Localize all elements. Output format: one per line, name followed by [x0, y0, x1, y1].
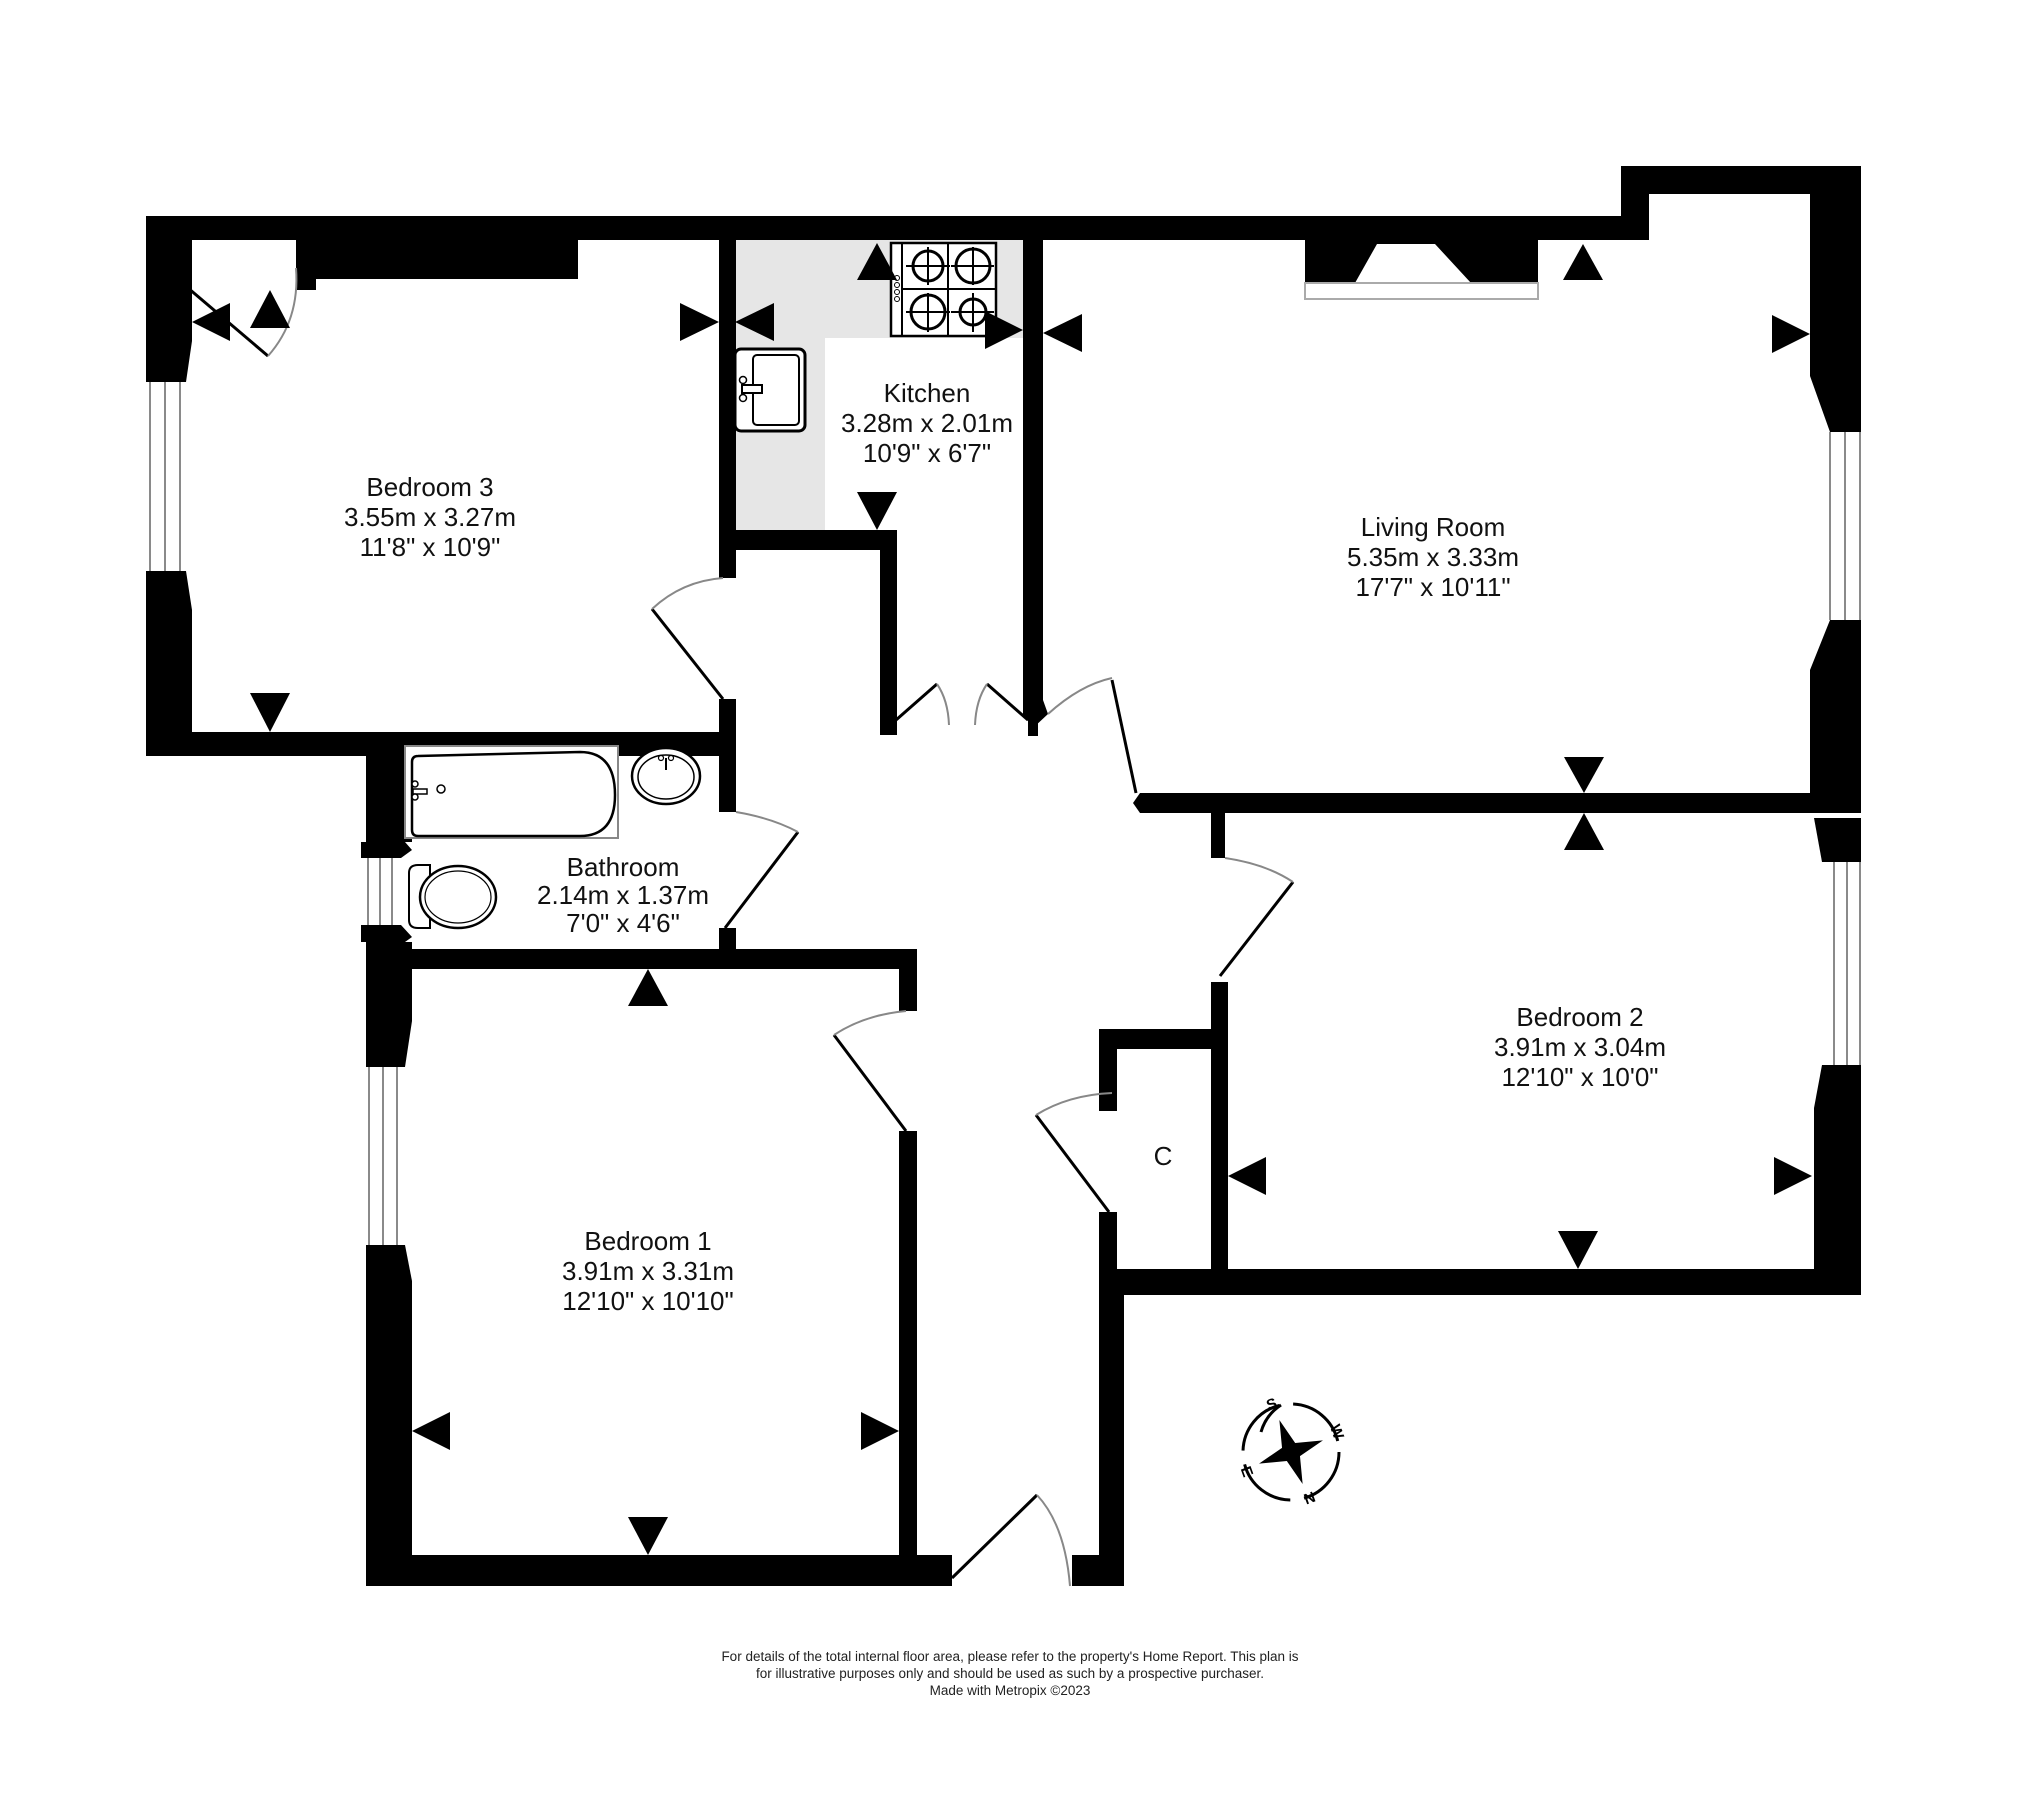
door-cupboard [1034, 1092, 1113, 1213]
svg-text:Kitchen: Kitchen [884, 378, 971, 408]
svg-text:10'9" x 6'7": 10'9" x 6'7" [863, 438, 991, 468]
doors [187, 267, 1295, 1587]
door-bedroom-3 [650, 577, 725, 700]
disclaimer-line-1: For details of the total internal floor … [721, 1649, 1299, 1664]
disclaimer-line-2: for illustrative purposes only and shoul… [755, 1666, 1265, 1681]
compass-west: W [1326, 1422, 1347, 1442]
svg-text:Bathroom: Bathroom [567, 852, 680, 882]
walls [146, 166, 1861, 1586]
svg-text:Bedroom 1: Bedroom 1 [584, 1226, 711, 1256]
svg-text:3.91m x 3.31m: 3.91m x 3.31m [562, 1256, 734, 1286]
dimension-arrows [192, 243, 1812, 1555]
door-bedroom-1 [832, 1010, 908, 1132]
living-room-window [1829, 432, 1861, 620]
door-living-room [1047, 677, 1138, 794]
door-bathroom [723, 811, 800, 929]
bathroom-window [367, 858, 393, 925]
toilet-icon [408, 864, 498, 930]
door-kitchen [895, 682, 1029, 726]
svg-text:3.91m x 3.04m: 3.91m x 3.04m [1494, 1032, 1666, 1062]
room-label-bedroom-2: Bedroom 2 3.91m x 3.04m 12'10" x 10'0" [1494, 1002, 1666, 1092]
svg-text:11'8" x 10'9": 11'8" x 10'9" [360, 532, 501, 562]
svg-text:7'0" x 4'6": 7'0" x 4'6" [566, 908, 680, 938]
room-label-bedroom-3: Bedroom 3 3.55m x 3.27m 11'8" x 10'9" [344, 472, 516, 562]
svg-text:5.35m x 3.33m: 5.35m x 3.33m [1347, 542, 1519, 572]
room-label-living-room: Living Room 5.35m x 3.33m 17'7" x 10'11" [1347, 512, 1519, 602]
bedroom-2-window [1833, 862, 1861, 1065]
svg-text:Bedroom 3: Bedroom 3 [366, 472, 493, 502]
svg-text:3.28m x 2.01m: 3.28m x 2.01m [841, 408, 1013, 438]
room-label-bathroom: Bathroom 2.14m x 1.37m 7'0" x 4'6" [537, 852, 709, 938]
compass-east: E [1237, 1464, 1256, 1479]
svg-text:2.14m x 1.37m: 2.14m x 1.37m [537, 880, 709, 910]
copyright-line: Made with Metropix ©2023 [929, 1683, 1091, 1698]
cupboard-label: C [1154, 1141, 1173, 1171]
room-label-kitchen: Kitchen 3.28m x 2.01m 10'9" x 6'7" [841, 378, 1013, 468]
kitchen-sink-icon [733, 347, 807, 433]
svg-text:12'10" x 10'0": 12'10" x 10'0" [1501, 1062, 1658, 1092]
room-label-bedroom-1: Bedroom 1 3.91m x 3.31m 12'10" x 10'10" [562, 1226, 734, 1316]
svg-text:17'7" x 10'11": 17'7" x 10'11" [1355, 572, 1510, 602]
door-entrance [950, 1493, 1071, 1587]
svg-text:12'10" x 10'10": 12'10" x 10'10" [562, 1286, 734, 1316]
svg-text:Living Room: Living Room [1361, 512, 1506, 542]
hob-cooker-icon [889, 241, 998, 338]
fireplace [1304, 240, 1539, 300]
door-bedroom-2 [1218, 857, 1295, 977]
compass-north: N [1302, 1489, 1318, 1509]
svg-text:3.55m x 3.27m: 3.55m x 3.27m [344, 502, 516, 532]
bedroom-1-window [368, 1067, 398, 1245]
washbasin-icon [630, 746, 702, 806]
bedroom-3-window [149, 382, 181, 571]
bath-icon [404, 745, 619, 839]
svg-text:Bedroom 2: Bedroom 2 [1516, 1002, 1643, 1032]
disclaimer-footer: For details of the total internal floor … [0, 1648, 2020, 1699]
compass-rose-icon: S W N E [1237, 1395, 1347, 1509]
